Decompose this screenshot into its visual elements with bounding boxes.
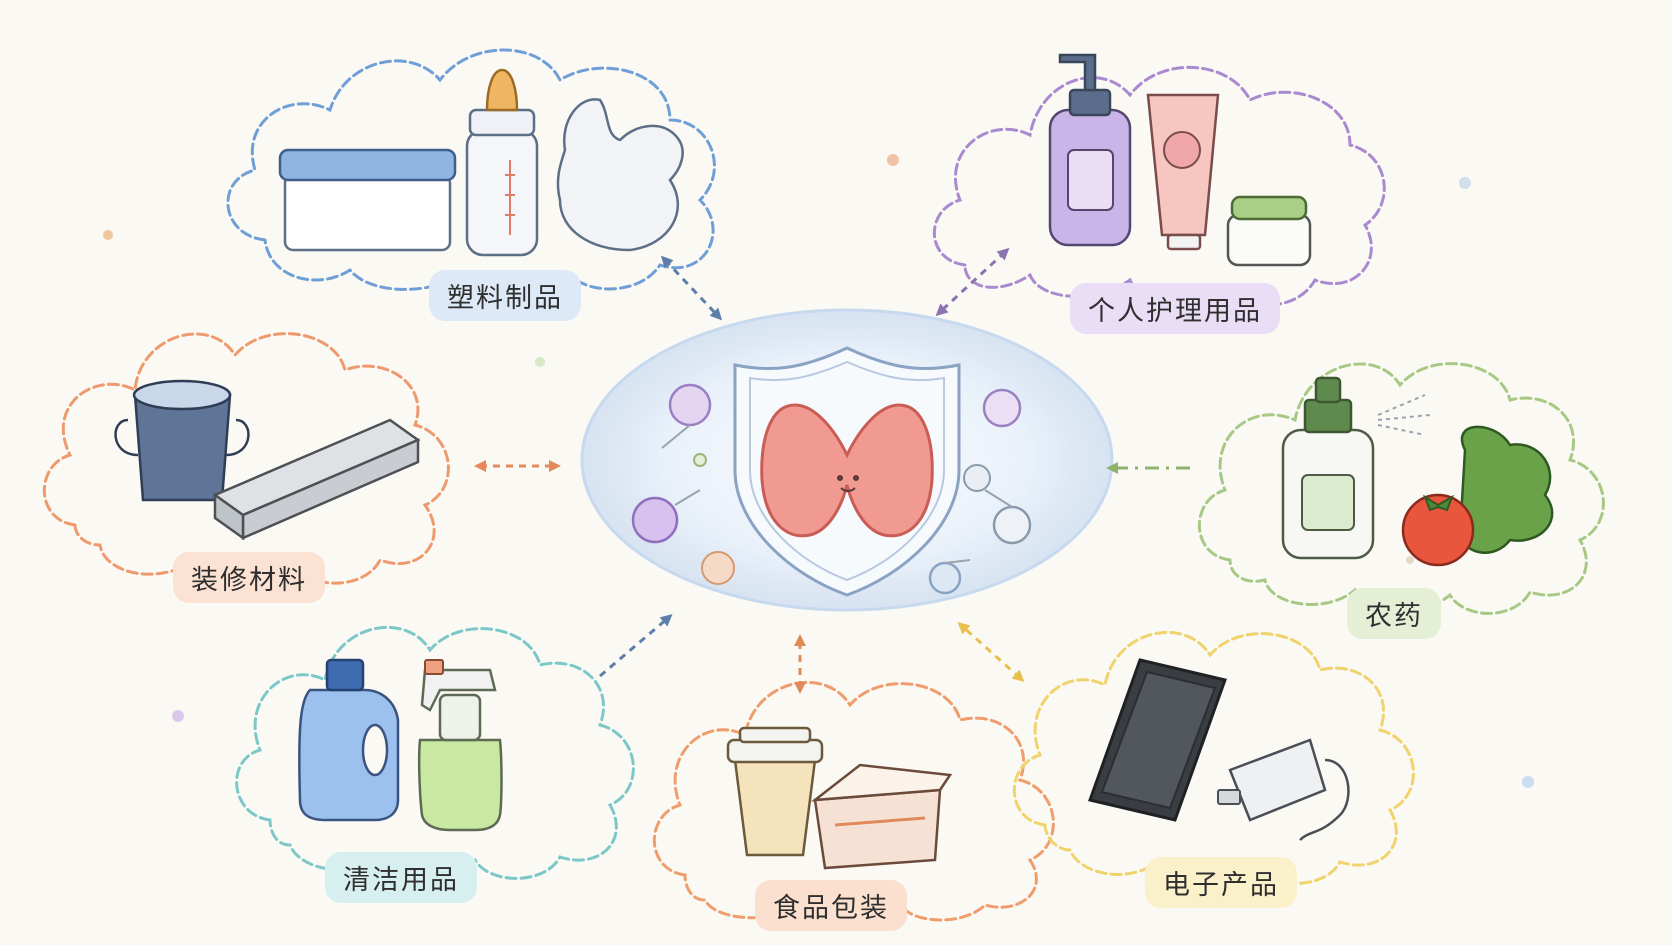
cloud-decoration [42,332,450,585]
label-electronics: 电子产品 [1145,857,1297,908]
label-food-packaging: 食品包装 [755,880,907,931]
arrow-personal-care [935,247,1010,317]
cloud-personal-care [932,53,1386,307]
cloud-plastic [226,48,716,296]
decor-dots [103,154,1534,788]
label-cleaning: 清洁用品 [325,852,477,903]
arrow-electronics [957,621,1025,683]
cloud-food-packaging [652,681,1055,922]
label-decoration: 装修材料 [173,552,325,603]
center-halo [580,308,1114,612]
cloud-cleaning [235,626,635,880]
label-personal-care: 个人护理用品 [1070,283,1280,334]
cloud-pesticide [1197,362,1605,615]
cloud-electronics [1012,631,1415,885]
arrows [474,247,1190,694]
label-plastic: 塑料制品 [429,270,581,321]
arrow-cleaning [599,614,673,678]
label-pesticide: 农药 [1347,588,1441,639]
